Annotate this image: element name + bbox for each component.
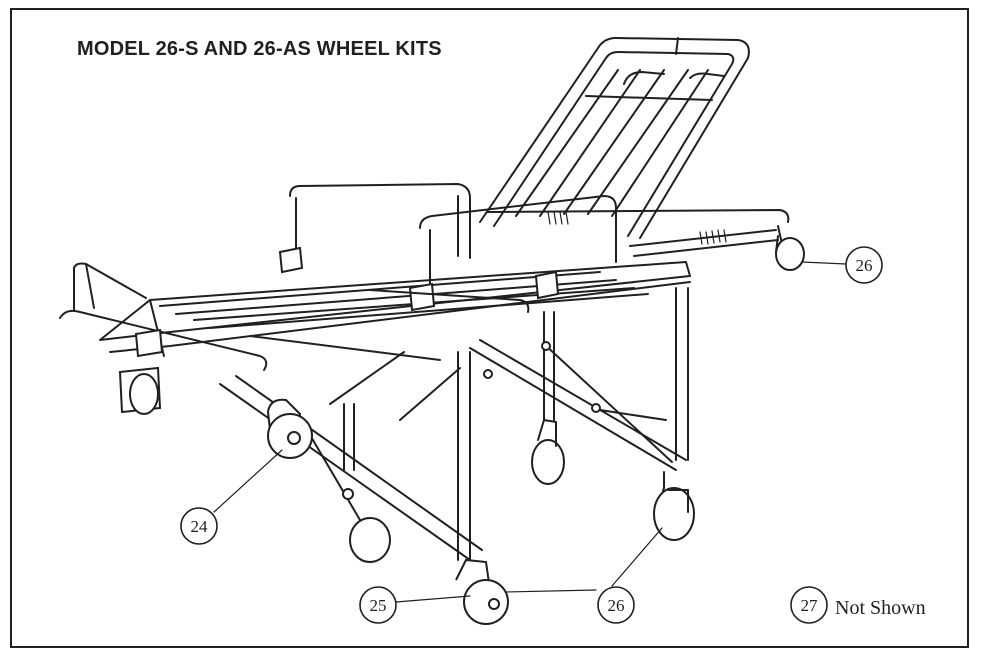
callout-26-right-label: 26 [856, 256, 873, 275]
backrest [479, 37, 750, 239]
callout-27-label: 27 [801, 596, 819, 615]
callout-24: 24 [180, 507, 218, 545]
callout-25: 25 [359, 586, 397, 624]
main-deck [59, 183, 691, 371]
callout-26-bottom-label: 26 [608, 596, 625, 615]
wheel-25-26 [455, 558, 509, 625]
diagram-title: MODEL 26-S AND 26-AS WHEEL KITS [77, 38, 442, 60]
wheel-foot-left [349, 517, 391, 563]
wheel-mid-rear [531, 419, 565, 485]
undercarriage [219, 287, 689, 561]
callout-24-label: 24 [191, 517, 209, 536]
callout-27: 27 [790, 586, 828, 624]
wheel-26-top [775, 235, 805, 271]
diagram-frame [10, 8, 969, 648]
wheel-24 [266, 398, 313, 459]
stretcher-illustration: 24 25 26 26 27 [59, 37, 883, 625]
leader-lines [213, 261, 847, 603]
wheel-26-lower [653, 471, 695, 541]
wheel-head-front [118, 366, 162, 415]
callout-25-label: 25 [370, 596, 387, 615]
callout-26-bottom: 26 [597, 586, 635, 624]
not-shown-note: Not Shown [835, 597, 926, 619]
callout-26-right: 26 [845, 246, 883, 284]
wheels [118, 235, 805, 625]
